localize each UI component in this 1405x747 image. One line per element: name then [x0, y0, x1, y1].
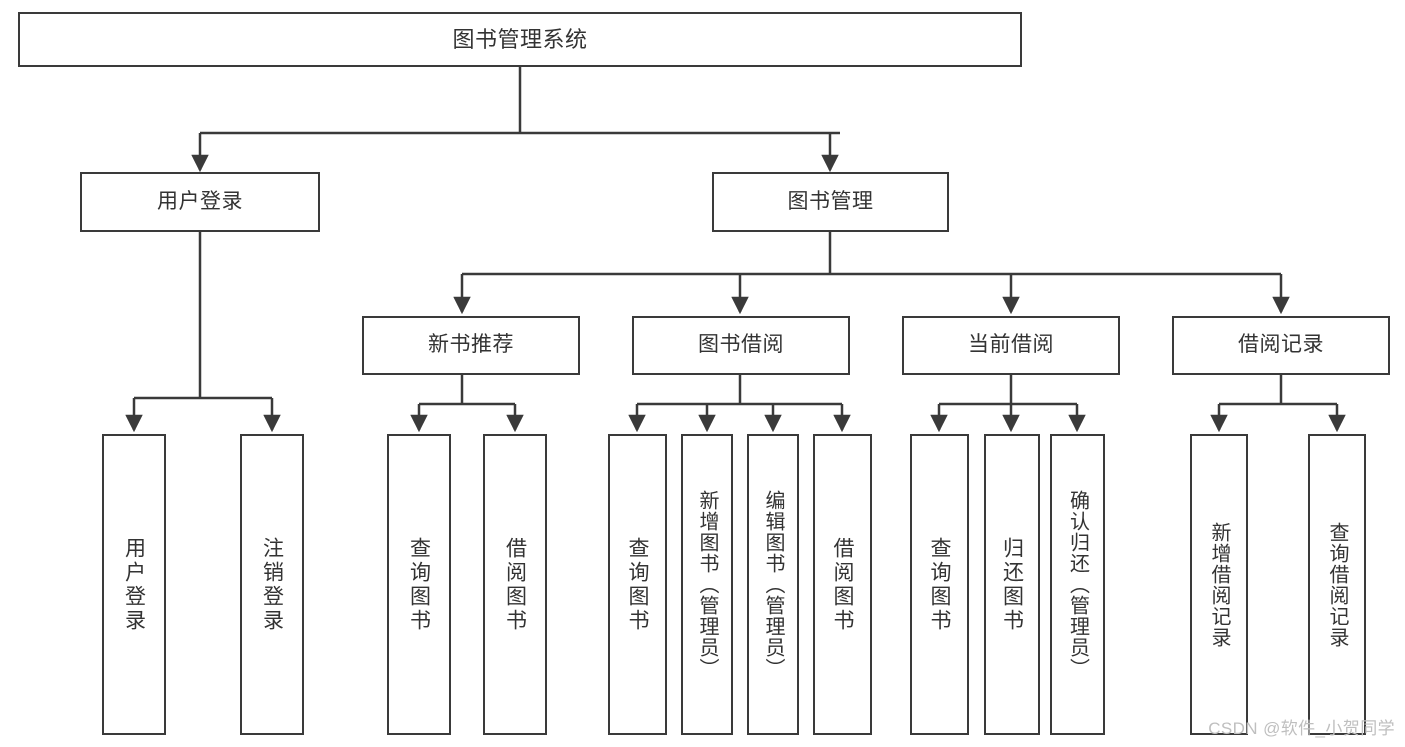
node-leaf-borrow-book-recommend-label: 借阅图书 [503, 536, 527, 633]
node-leaf-confirm-return-admin-label: 确认归还（管理员） [1066, 490, 1089, 679]
node-leaf-query-book-current[interactable]: 查询图书 [910, 434, 969, 735]
edge-current-borrow-bus [939, 375, 1077, 406]
node-leaf-add-borrow-record[interactable]: 新增借阅记录 [1190, 434, 1248, 735]
node-current-borrow-label: 当前借阅 [968, 333, 1054, 357]
node-leaf-query-book-recommend[interactable]: 查询图书 [387, 434, 451, 735]
node-leaf-query-borrow-record-label: 查询借阅记录 [1326, 521, 1348, 648]
node-leaf-user-login[interactable]: 用户登录 [102, 434, 166, 735]
node-leaf-logout-login[interactable]: 注销登录 [240, 434, 304, 735]
edge-borrow-record-bus [1219, 375, 1337, 406]
node-leaf-user-login-label: 用户登录 [122, 536, 146, 633]
node-leaf-query-book-borrow-label: 查询图书 [626, 536, 649, 633]
node-borrow-record-label: 借阅记录 [1238, 333, 1324, 357]
node-book-manage[interactable]: 图书管理 [712, 172, 949, 232]
edge-root-bus [200, 67, 840, 135]
edge-user-login-bus [134, 232, 272, 400]
node-book-borrow-label: 图书借阅 [698, 333, 784, 357]
node-leaf-query-borrow-record[interactable]: 查询借阅记录 [1308, 434, 1366, 735]
node-leaf-add-book-admin[interactable]: 新增图书（管理员） [681, 434, 733, 735]
node-leaf-edit-book-admin[interactable]: 编辑图书（管理员） [747, 434, 799, 735]
node-leaf-edit-book-admin-label: 编辑图书（管理员） [762, 490, 784, 679]
node-leaf-confirm-return-admin[interactable]: 确认归还（管理员） [1050, 434, 1105, 735]
edge-book-manage-bus [462, 232, 1281, 276]
node-leaf-return-book[interactable]: 归还图书 [984, 434, 1040, 735]
edge-book-borrow-bus [637, 375, 842, 406]
node-new-book-recommend-label: 新书推荐 [428, 333, 514, 357]
node-leaf-borrow-book[interactable]: 借阅图书 [813, 434, 872, 735]
edge-new-book-recommend-bus [419, 375, 515, 406]
node-root-label: 图书管理系统 [452, 26, 588, 52]
node-borrow-record[interactable]: 借阅记录 [1172, 316, 1390, 375]
node-leaf-add-borrow-record-label: 新增借阅记录 [1208, 521, 1230, 648]
node-leaf-query-book-borrow[interactable]: 查询图书 [608, 434, 667, 735]
node-book-borrow[interactable]: 图书借阅 [632, 316, 850, 375]
node-current-borrow[interactable]: 当前借阅 [902, 316, 1120, 375]
node-book-manage-label: 图书管理 [787, 189, 874, 213]
node-root[interactable]: 图书管理系统 [18, 12, 1022, 67]
node-leaf-query-book-recommend-label: 查询图书 [407, 536, 431, 633]
node-user-login-label: 用户登录 [157, 189, 243, 213]
node-leaf-return-book-label: 归还图书 [1000, 536, 1024, 633]
node-leaf-add-book-admin-label: 新增图书（管理员） [696, 490, 718, 679]
node-leaf-logout-login-label: 注销登录 [260, 536, 284, 633]
node-leaf-borrow-book-recommend[interactable]: 借阅图书 [483, 434, 547, 735]
node-user-login[interactable]: 用户登录 [80, 172, 320, 232]
node-leaf-borrow-book-label: 借阅图书 [831, 536, 854, 633]
node-leaf-query-book-current-label: 查询图书 [928, 536, 951, 633]
node-new-book-recommend[interactable]: 新书推荐 [362, 316, 580, 375]
watermark-text: CSDN @软件_小贺同学 [1208, 719, 1395, 738]
